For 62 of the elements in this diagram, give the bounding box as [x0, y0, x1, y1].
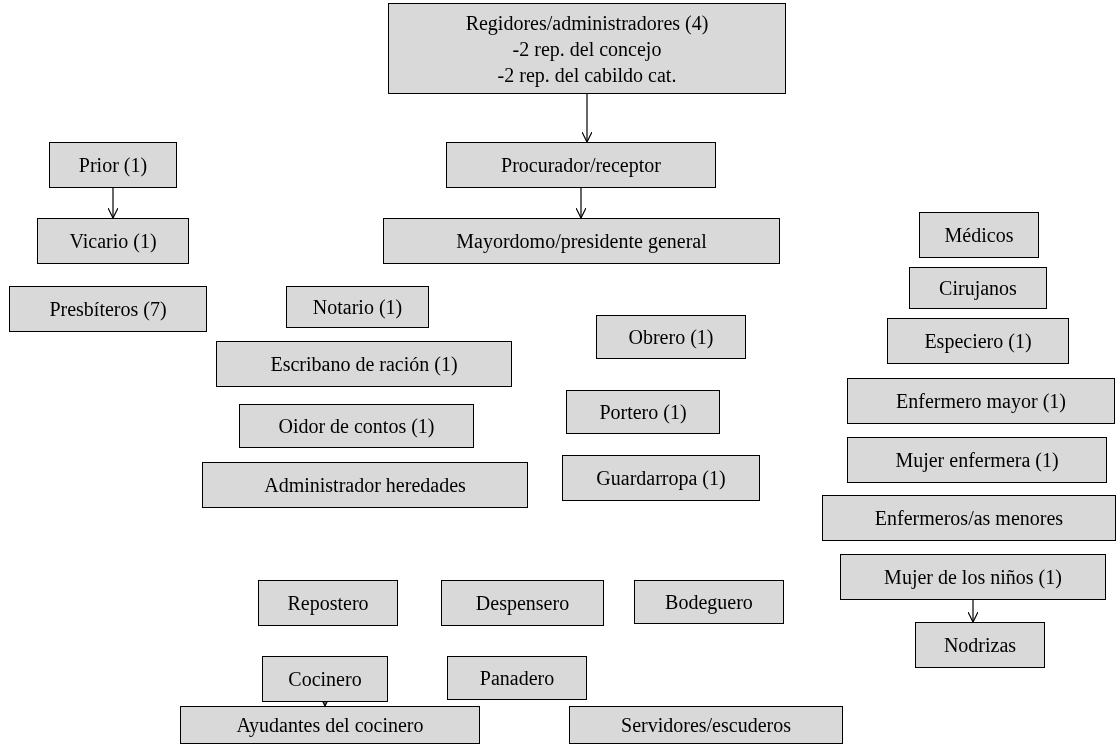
role-box: [180, 706, 480, 744]
role-label: Panadero: [479, 666, 555, 691]
role-box: [909, 267, 1047, 309]
role-box: [569, 706, 843, 744]
role-label: Obrero (1): [628, 325, 714, 350]
arrow: [575, 187, 587, 219]
role-label: Cocinero: [288, 667, 362, 692]
role-label: Mayordomo/presidente general: [456, 229, 707, 254]
role-label: Presbíteros (7): [49, 297, 167, 322]
role-label: Enfermeros/as menores: [874, 506, 1064, 531]
role-box: [919, 212, 1039, 258]
role-box: [9, 286, 207, 332]
role-box: [447, 656, 587, 700]
role-box: [822, 495, 1116, 541]
role-label: Ayudantes del cocinero: [236, 713, 424, 738]
role-label: Guardarropa (1): [596, 466, 726, 491]
arrow: [107, 187, 119, 219]
role-label: Mujer de los niños (1): [884, 565, 1062, 590]
role-label: Administrador heredades: [264, 473, 466, 498]
role-label: Escribano de ración (1): [270, 352, 458, 377]
role-box: [49, 142, 177, 188]
role-box: [840, 554, 1106, 600]
role-label: Portero (1): [599, 400, 687, 425]
role-box: [847, 437, 1107, 483]
role-box: [202, 462, 528, 508]
role-box: [388, 3, 786, 94]
role-label: Vicario (1): [69, 229, 157, 254]
role-box: [262, 656, 388, 702]
role-box: [258, 580, 398, 626]
role-label: Mujer enfermera (1): [895, 448, 1059, 473]
role-label: Repostero: [287, 591, 369, 616]
role-label: Regidores/administradores (4): [465, 10, 709, 36]
role-label: Médicos: [944, 223, 1014, 248]
role-label: Especiero (1): [924, 329, 1032, 354]
arrow: [967, 599, 979, 623]
role-box: [37, 218, 189, 264]
arrow: [581, 93, 593, 143]
role-box: [887, 318, 1069, 364]
role-label: Prior (1): [78, 153, 148, 178]
role-label: Enfermero mayor (1): [896, 389, 1066, 414]
role-label: Despensero: [475, 591, 570, 616]
role-label: Cirujanos: [939, 276, 1017, 301]
role-box: [441, 580, 604, 626]
role-label: Notario (1): [312, 295, 403, 320]
role-box: [239, 404, 474, 448]
role-label: Nodrizas: [943, 633, 1017, 658]
role-box: [286, 286, 429, 328]
role-box: [596, 315, 746, 359]
role-box: [634, 580, 784, 624]
role-box: [383, 218, 780, 264]
role-box: [446, 142, 716, 188]
role-label: -2 rep. del concejo: [512, 36, 662, 62]
role-label: Procurador/receptor: [501, 153, 661, 178]
role-box: [566, 390, 720, 434]
role-box: [216, 341, 512, 387]
role-label: Bodeguero: [665, 590, 753, 615]
role-label: Oidor de contos (1): [278, 414, 435, 439]
role-box: [562, 455, 760, 501]
role-label: Servidores/escuderos: [621, 713, 791, 738]
role-label: -2 rep. del cabildo cat.: [497, 62, 677, 88]
role-box: [915, 622, 1045, 668]
role-box: [847, 378, 1115, 424]
